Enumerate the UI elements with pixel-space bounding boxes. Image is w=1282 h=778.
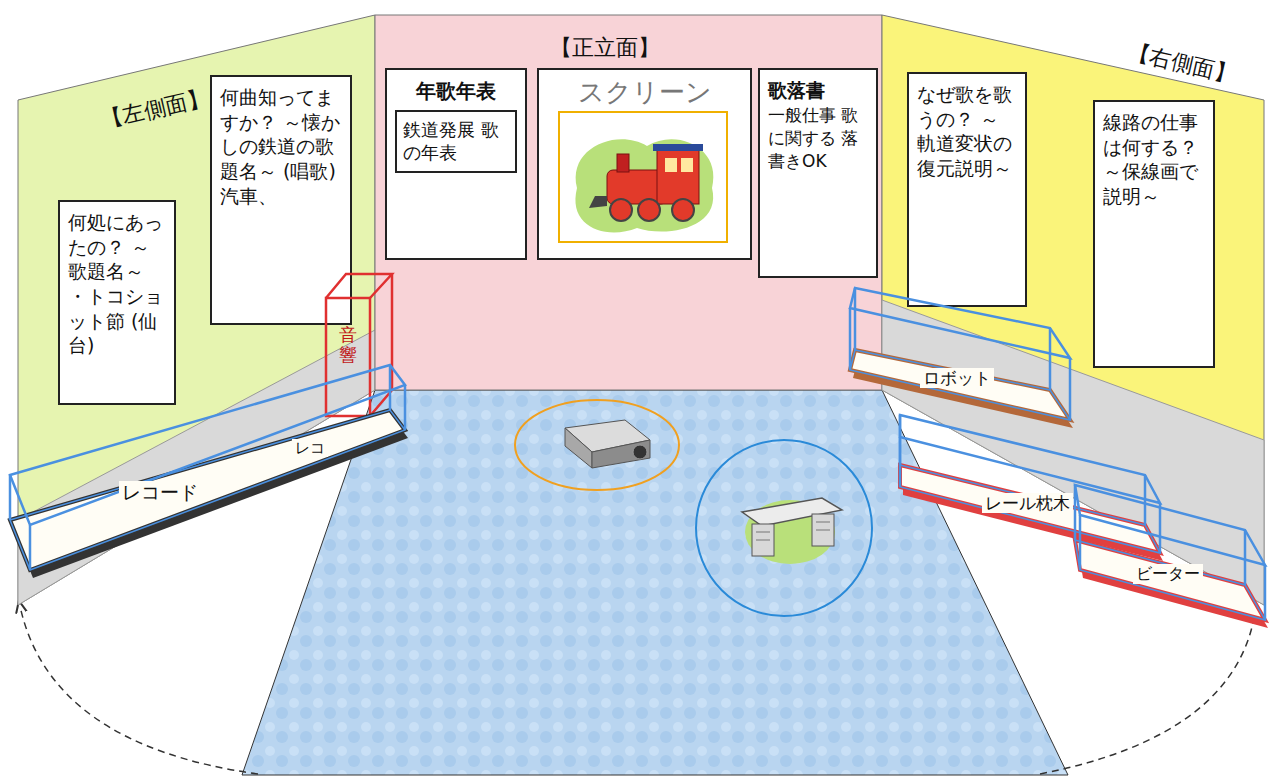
node-text: レール枕木: [982, 493, 1073, 513]
wall-fill: [882, 15, 1264, 605]
node-text: 鉄道発展 歌の年表: [395, 110, 517, 173]
node-text: ビーター: [1133, 564, 1203, 583]
walk-arrows: [20, 606, 1256, 774]
wall-face: 【正立面】年歌年表鉄道発展 歌の年表スクリーン歌落書一般仕事 歌に関する 落書き…: [375, 15, 882, 390]
timeline-panel: 年歌年表鉄道発展 歌の年表: [385, 68, 527, 260]
node-text: レコード: [119, 481, 201, 504]
glass-case: [1070, 470, 1270, 635]
glass-case: [10, 350, 405, 575]
screen-panel: スクリーン: [537, 68, 752, 260]
case-plate: [10, 410, 405, 570]
bench: [696, 440, 872, 616]
node-text: 線路の仕事は何する？ ～保線画で説明～: [1103, 110, 1205, 209]
case-plate: [1075, 540, 1265, 620]
case-plate: [850, 350, 1070, 420]
info-panel: なぜ歌を歌うの？ ～軌道変状の復元説明～: [907, 72, 1027, 307]
train-illustration: [559, 112, 727, 242]
display-case: ロボット: [845, 270, 1075, 435]
node-text: 音響: [339, 325, 357, 365]
wall-fill: [375, 15, 882, 390]
node-text: 年歌年表: [395, 78, 517, 104]
display-case: レコード レコ: [10, 350, 405, 575]
node-text: 一般仕事 歌に関する 落書きOK: [768, 104, 868, 173]
node-text: 何曲知ってますか？ ～懐かしの鉄道の歌題名～ (唱歌) 汽車、: [220, 85, 342, 208]
info-panel: 線路の仕事は何する？ ～保線画で説明～: [1093, 100, 1215, 368]
speaker-box: 音響: [318, 270, 398, 418]
projector: [515, 400, 679, 490]
info-panel: 何曲知ってますか？ ～懐かしの鉄道の歌題名～ (唱歌) 汽車、: [210, 75, 352, 325]
case-plate: [900, 465, 1160, 553]
node-text: 【正立面】: [550, 33, 660, 63]
node-text: スクリーン: [547, 78, 742, 107]
speaker-outline: [318, 270, 398, 418]
display-case: ビーター: [1070, 470, 1270, 635]
graffiti-panel: 歌落書一般仕事 歌に関する 落書きOK: [758, 68, 878, 278]
node-text: 何処にあったの？ ～歌題名～ ・トコショット節 (仙台): [68, 210, 166, 358]
node-text: なぜ歌を歌うの？ ～軌道変状の復元説明～: [917, 82, 1017, 181]
node-text: ロボット: [920, 368, 994, 388]
info-panel: 何処にあったの？ ～歌題名～ ・トコショット節 (仙台): [58, 200, 176, 405]
glass-case: [845, 270, 1075, 435]
node-text: 歌落書: [768, 78, 868, 104]
node-text: レコ: [292, 439, 328, 457]
